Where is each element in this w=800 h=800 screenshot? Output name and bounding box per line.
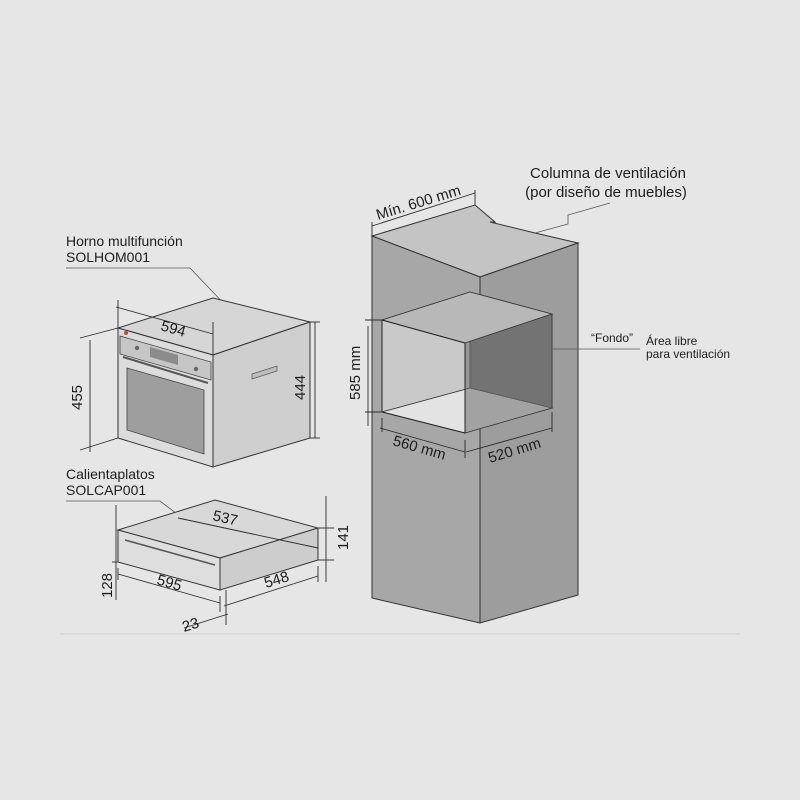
warmer-depth-label: 548 [262, 568, 291, 592]
column-title-line1: Columna de ventilación [530, 165, 686, 182]
oven-knob-left [134, 345, 140, 351]
ventilation-column: Mín. 600 mm Columna de ventilación (por … [347, 165, 730, 624]
oven-indicator-light [124, 331, 128, 335]
warmer-name: Calientaplatos [66, 466, 155, 482]
vent-area-line2: para ventilación [646, 347, 730, 361]
warming-drawer: Calientaplatos SOLCAP001 537 141 128 595… [66, 466, 352, 636]
warmer-model: SOLCAP001 [66, 482, 146, 498]
oven-knob-right [193, 366, 199, 372]
oven-name: Horno multifunción [66, 233, 183, 249]
niche-back-label: “Fondo” [591, 331, 633, 345]
warmer-right-height-label: 141 [335, 525, 352, 550]
warmer-offset-label: 23 [180, 615, 201, 636]
niche-height-label: 585 mm [347, 346, 364, 400]
column-title-line2: (por diseño de muebles) [525, 184, 687, 201]
oven-side-vent [251, 365, 278, 380]
oven-display [150, 346, 178, 366]
warmer-top-depth-label: 537 [211, 507, 239, 529]
oven-front-height-label: 455 [69, 385, 86, 410]
oven-model: SOLHOM001 [66, 249, 150, 265]
niche-opening-edge [381, 319, 466, 434]
oven-side-height-label: 444 [292, 375, 309, 400]
oven: Horno multifunción SOLHOM001 594 455 [66, 233, 320, 468]
warmer-handle [124, 539, 216, 566]
oven-window [126, 367, 205, 455]
vent-area-line1: Área libre [646, 333, 698, 348]
oven-handle [122, 356, 209, 384]
warmer-width-label: 595 [155, 572, 184, 595]
column-niche [380, 291, 554, 434]
oven-width-label: 594 [159, 318, 188, 341]
warmer-left-height-label: 128 [99, 573, 116, 598]
